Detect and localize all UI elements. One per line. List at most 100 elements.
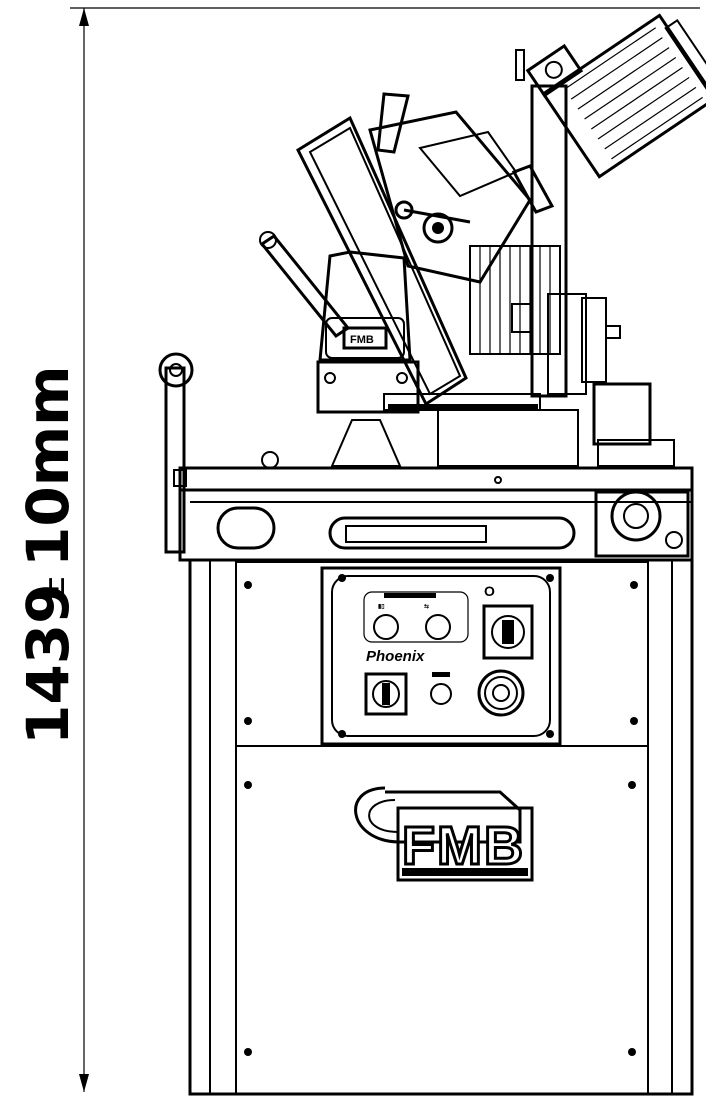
table-knob[interactable] [261, 451, 279, 469]
feed-support-clamp [173, 469, 187, 487]
panel-screw [546, 730, 554, 738]
hydraulic-fitting [605, 325, 621, 339]
bed-hole [494, 476, 502, 484]
push-button-left[interactable] [373, 614, 399, 640]
button-left-glyph-icon: ▮▯ [378, 604, 385, 610]
logo-plate [396, 806, 534, 882]
main-switch-handle-icon [502, 620, 514, 644]
pedestal-cone [330, 419, 402, 467]
emergency-stop-ring [477, 669, 525, 717]
vise-wheel-inner [623, 503, 649, 529]
motor-terminal-box [525, 43, 584, 98]
button-right-glyph-icon: ⇆ [424, 602, 429, 610]
blade-guard-inner [308, 126, 462, 396]
motor-cable-gland [544, 60, 563, 79]
saw-head [259, 49, 587, 407]
logo-brand-text: FMB [402, 816, 525, 876]
coolant-valve[interactable] [511, 303, 533, 333]
bolt [630, 581, 638, 589]
lock-arm-end [394, 200, 414, 220]
button-group-label-strip [384, 593, 436, 598]
logo-swoosh-inner [368, 799, 399, 833]
handle-grip-end [259, 231, 277, 249]
gear-rack-teeth [388, 404, 538, 409]
bolt [244, 717, 252, 725]
control-panel-frame [320, 566, 562, 746]
emergency-stop-center [492, 684, 510, 702]
dimension-tolerance-sign: ± [33, 575, 73, 604]
hydraulic-cylinder [581, 297, 607, 383]
feed-roller-axle [169, 363, 183, 377]
reset-label-strip [432, 672, 450, 677]
vise-knob[interactable] [665, 531, 683, 549]
bolt [244, 781, 252, 789]
lock-arm[interactable] [403, 208, 471, 224]
panel-screw [338, 730, 346, 738]
hydraulic-unit [581, 297, 675, 467]
dimension-arrow-bottom-icon [79, 1074, 89, 1092]
pedestal-screw [324, 372, 336, 384]
bed-slot-left [216, 506, 276, 550]
gearbox-cover [325, 317, 405, 359]
dimension-arrow-top-icon [79, 8, 89, 26]
head-clamp-lever[interactable] [376, 92, 410, 154]
operator-handle[interactable] [259, 233, 351, 339]
lower-door [235, 745, 649, 1095]
machine-bed [158, 352, 694, 562]
logo-swoosh-outer [385, 790, 522, 844]
head-base-housing [437, 409, 579, 467]
bolt [628, 1048, 636, 1056]
pedestal-screw [396, 372, 408, 384]
logo-swoosh-curve [354, 786, 401, 844]
reset-button[interactable] [430, 683, 452, 705]
control-panel: ▮▯ ⇆ O Phoenix [320, 566, 562, 746]
hydraulic-base [597, 439, 675, 467]
bolt [628, 781, 636, 789]
blade-guard [296, 115, 468, 407]
motor-fan-cover [664, 18, 706, 91]
selector-switch-housing [364, 672, 408, 716]
bolt [244, 1048, 252, 1056]
control-panel-face [331, 575, 551, 737]
emergency-stop-button[interactable] [484, 676, 518, 710]
bed-top [178, 466, 694, 492]
feed-support-post [164, 366, 186, 554]
bolt [244, 581, 252, 589]
gearbox-badge [342, 326, 388, 350]
hydraulic-pump [592, 382, 652, 446]
spring-arm [511, 164, 555, 214]
motor [525, 13, 706, 179]
gearbox-housing [318, 250, 412, 362]
vise-wheel-outer [610, 490, 662, 542]
motor-body [541, 13, 706, 179]
logo-tagline-strip [402, 868, 528, 876]
upper-panel [235, 561, 649, 747]
bed-body [178, 488, 694, 562]
lock-hub-center [432, 222, 444, 234]
selector-switch-handle-icon [382, 683, 390, 705]
main-switch-housing [482, 604, 534, 660]
fin-block [469, 245, 561, 355]
air-fitting [515, 49, 525, 81]
cooling-fins [469, 245, 561, 355]
head-casting [368, 110, 532, 284]
bed-slot-insert [345, 525, 487, 543]
dimension-tolerance: 10mm [14, 365, 82, 567]
bed-slot-center [328, 516, 576, 550]
gearbox-badge-text: FMB [350, 334, 374, 346]
panel-screw [546, 574, 554, 582]
head-column [530, 84, 568, 398]
panel-screw [338, 574, 346, 582]
dimension-value: 1439 [14, 584, 82, 745]
feed-roller-outer [158, 352, 194, 388]
main-switch-mark: O [484, 583, 495, 599]
panel-brand-script: Phoenix [366, 648, 425, 665]
push-button-right[interactable] [425, 614, 451, 640]
column-sleeve [547, 293, 587, 395]
height-dimension: 1439 ± 10mm [14, 7, 700, 1092]
bolt [630, 717, 638, 725]
lock-hub [422, 212, 454, 244]
button-group-outline [363, 591, 469, 643]
